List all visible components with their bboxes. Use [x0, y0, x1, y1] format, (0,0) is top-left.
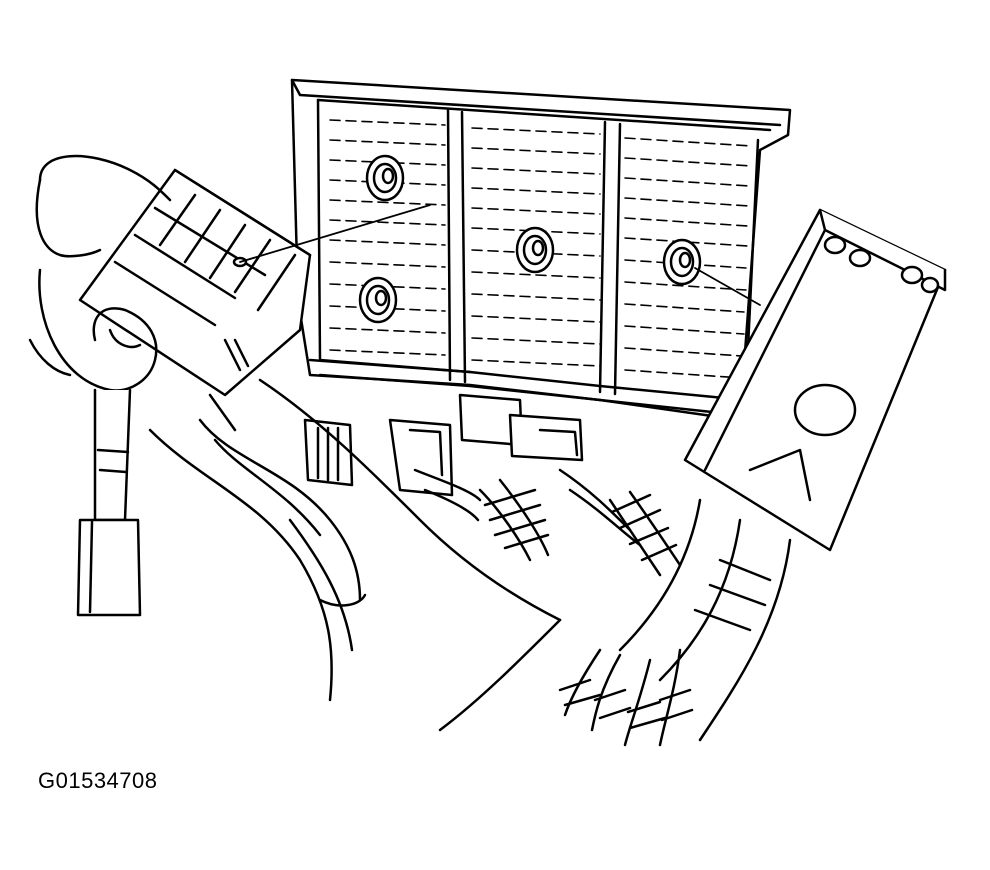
lower-connectors [305, 395, 582, 495]
pointer-lines [240, 205, 760, 305]
center-wires [415, 470, 680, 575]
left-connector [80, 170, 310, 395]
right-connector [685, 210, 945, 550]
hand-outline [30, 156, 170, 390]
terminal-row-lines [330, 120, 752, 378]
stud-terminals [360, 156, 700, 322]
figure-id-label: G01534708 [38, 768, 158, 793]
test-lead-left [78, 390, 360, 615]
harness-sleeve [150, 380, 560, 700]
right-harness [440, 500, 790, 745]
